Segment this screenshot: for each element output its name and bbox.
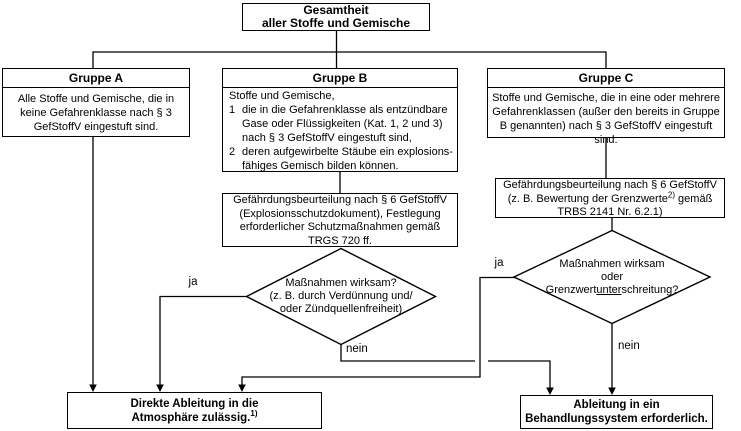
decision-b-line1: Maßnahmen wirksam? [285,277,397,289]
label-ja-b: ja [188,276,198,288]
footnote-1-marker: 1) [250,408,258,418]
decision-c-line2: oder [600,271,624,283]
decision-c-line3-underlined: unter [596,284,622,296]
group-a-box: Gruppe A Alle Stoffe und Gemische, die i… [2,68,190,137]
assessment-c-line2-text: (z. B. Bewertung der Grenzwerte [507,192,668,205]
assessment-c-line3: TRBS 2141 Nr. 6.2.1) [557,206,663,218]
edge-c-yes [241,276,515,390]
group-b-item-number: 1 [229,104,236,116]
outcome-treatment-box: Ableitung in ein Behandlungssystem erfor… [520,395,713,429]
group-a-body: Alle Stoffe und Gemische, die in keine G… [17,93,175,133]
decision-b-diamond [244,247,438,346]
root-title-line1: Gesamtheit [303,3,369,17]
decision-c-line3: Grenzwertunterschreitung? [518,284,706,297]
assessment-b-text: Gefährdungsbeurteilung nach § 6 GefStoff… [233,194,447,247]
group-b-item-text: die in die Gefahrenklasse als entzündbar… [242,104,448,144]
assessment-c-line2-tail: gemäß [675,192,713,205]
label-nein-c: nein [618,340,640,352]
assessment-c-box: Gefährdungsbeurteilung nach § 6 GefStoff… [495,178,725,218]
group-c-title: Gruppe C [488,69,724,88]
decision-c-diamond [512,229,712,325]
decision-c-line1: Maßnahmen wirksam [559,258,665,270]
group-b-item: 1 die in die Gefahrenklasse als entzündb… [229,103,453,145]
group-b-item-text: deren aufgewirbelte Stäube ein explosion… [242,146,453,172]
outcome-direct-line2-text: Atmosphäre zulässig. [131,411,251,424]
group-b-item: 2 deren aufgewirbelte Stäube ein explosi… [229,145,453,173]
group-c-box: Gruppe C Stoffe und Gemische, die in ein… [487,68,725,146]
assessment-b-box: Gefährdungsbeurteilung nach § 6 GefStoff… [222,193,458,247]
assessment-c-line2: (z. B. Bewertung der Grenzwerte2) gemäß [496,189,724,207]
root-box: Gesamtheit aller Stoffe und Gemische [242,3,430,31]
group-a-title: Gruppe A [3,69,189,88]
footnote-2-marker: 2) [667,189,675,199]
edge-b-yes [159,295,247,390]
arrowheads [89,384,616,395]
decision-b-line3: oder Zündquellenfreiheit) [279,303,403,315]
group-b-title: Gruppe B [223,69,457,88]
group-b-intro: Stoffe und Gemische, [229,90,335,102]
outcome-direct-line1: Direkte Ableitung in die [130,397,259,410]
outcome-direct-line2: Atmosphäre zulässig.1) [68,408,321,425]
decision-c-text: Maßnahmen wirksam oder Grenzwertuntersch… [518,258,706,297]
outcome-treatment-line1: Ableitung in ein [573,399,660,411]
decision-c-line3-pre: Grenzwert [545,284,597,296]
group-b-item-number: 2 [229,146,236,158]
root-title-line2: aller Stoffe und Gemische [261,16,411,30]
label-nein-b: nein [346,343,368,355]
outcome-direct-release-box: Direkte Ableitung in die Atmosphäre zulä… [67,392,322,429]
assessment-c-line1: Gefährdungsbeurteilung nach § 6 GefStoff… [503,179,717,191]
label-ja-c: ja [494,257,504,269]
decision-b-text: Maßnahmen wirksam? (z. B. durch Verdünnu… [251,277,431,316]
edge-root-to-groups [92,31,607,68]
group-c-body: Stoffe und Gemische, die in eine oder me… [492,92,720,146]
decision-b-line2: (z. B. durch Verdünnung und/ [269,290,413,302]
group-b-box: Gruppe B Stoffe und Gemische, 1 die in d… [222,68,458,172]
edge-b-no [340,344,551,393]
decision-c-line3-post: schreitung? [621,284,679,296]
outcome-treatment-line2: Behandlungssystem erforderlich. [525,413,708,425]
